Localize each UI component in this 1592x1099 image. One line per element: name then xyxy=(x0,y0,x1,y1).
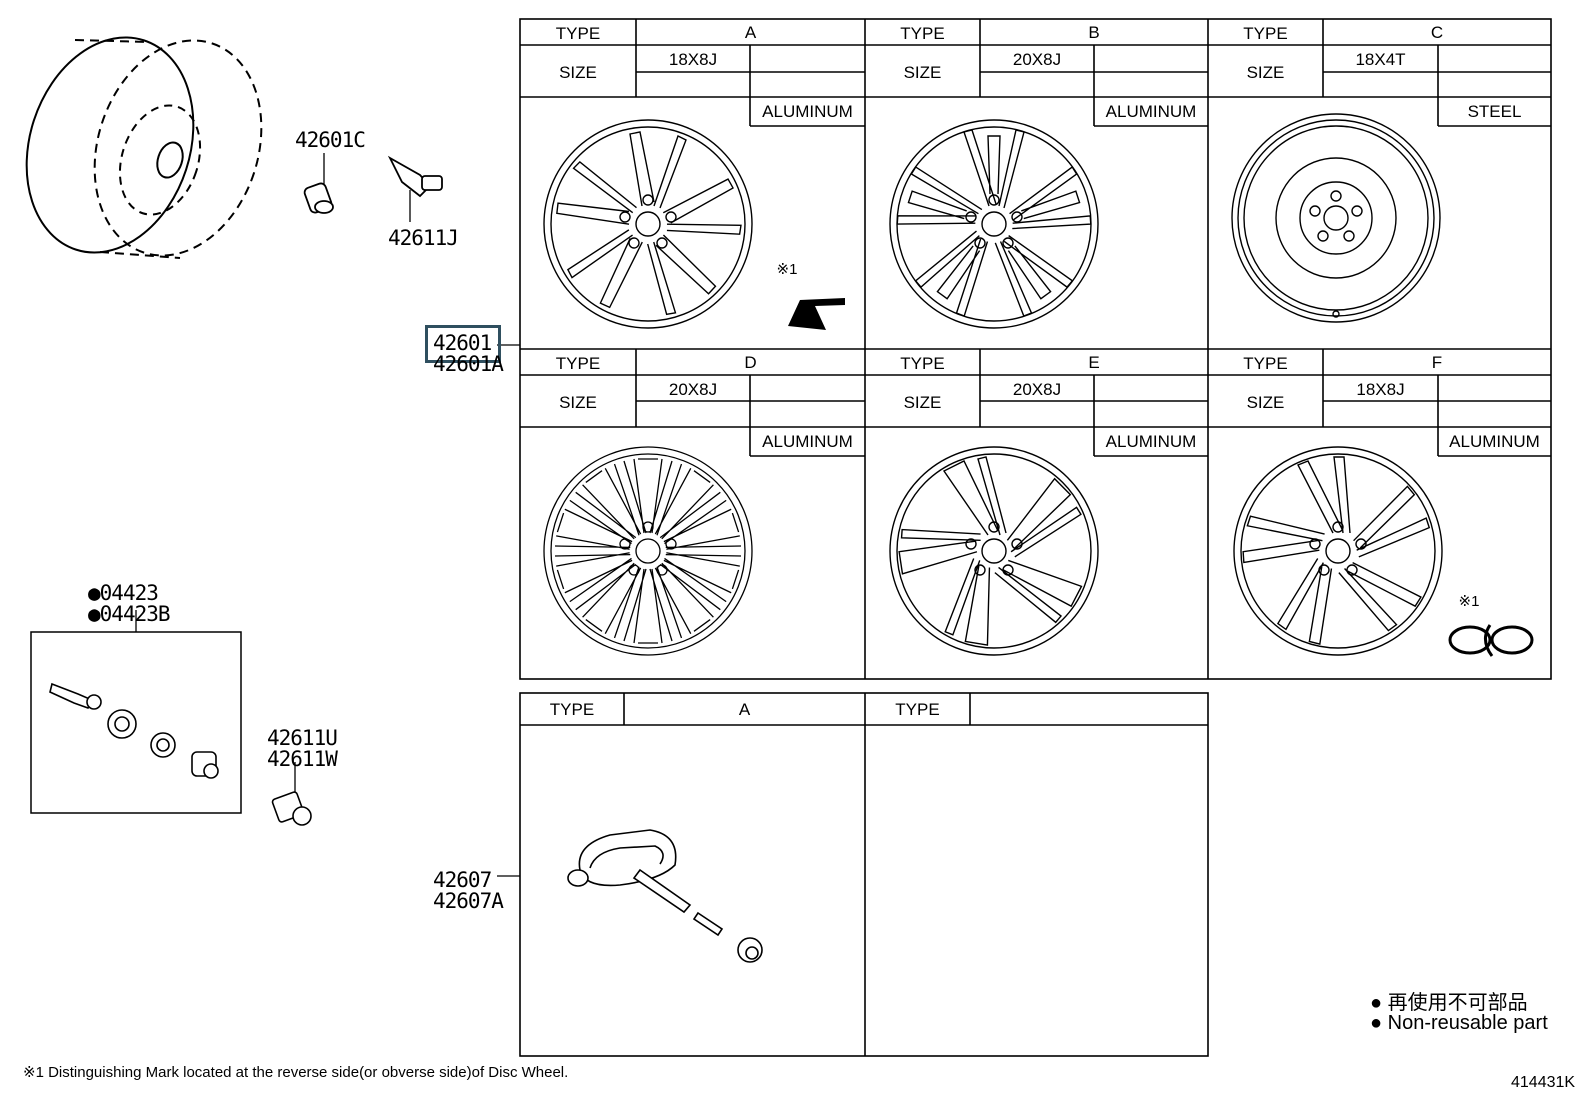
distinguishing-mark-f xyxy=(1448,624,1534,657)
wheel-type-a-drawing xyxy=(544,120,752,328)
wheel-table-grid xyxy=(519,18,1552,680)
wheel-material-f: ALUMINUM xyxy=(1449,432,1540,451)
wheel-material-b: ALUMINUM xyxy=(1105,102,1197,121)
mark-note-f: ※1 xyxy=(1458,593,1480,610)
wheel-material-a: ALUMINUM xyxy=(762,102,853,121)
tpms-sensor-drawing xyxy=(567,829,763,963)
wheel-material-c: STEEL xyxy=(1467,102,1522,121)
diagram-id: 414431K xyxy=(1511,1074,1576,1091)
valve-stem-42611J xyxy=(387,155,443,198)
type-label: TYPE xyxy=(555,24,601,43)
valve-stem-42601C xyxy=(303,182,334,214)
part-number-42601C[interactable]: 42601C xyxy=(295,128,366,152)
size-label: SIZE xyxy=(1246,63,1285,82)
type-label: TYPE xyxy=(900,354,945,373)
wheel-size-d: 20X8J xyxy=(668,380,718,399)
part-number-42601[interactable]: 42601 xyxy=(433,331,492,355)
part-number-42611U[interactable]: 42611U xyxy=(267,726,338,750)
part-number-42607A[interactable]: 42607A xyxy=(433,889,504,913)
wheel-type-d-drawing xyxy=(544,447,752,655)
non-reusable-dot-icon: ● xyxy=(88,602,101,626)
highlight-box-42601 xyxy=(425,325,501,363)
wheel-type-e: E xyxy=(1088,353,1100,372)
part-number-42601A[interactable]: 42601A xyxy=(433,352,504,376)
size-label: SIZE xyxy=(559,393,597,412)
tire-illustration xyxy=(25,36,263,259)
sensor-type-a: A xyxy=(738,700,751,719)
wheel-material-d: ALUMINUM xyxy=(762,432,853,451)
type-label: TYPE xyxy=(895,700,940,719)
wheel-type-e-drawing xyxy=(889,447,1098,656)
non-reusable-dot-icon: ● xyxy=(88,581,101,605)
part-number-04423B[interactable]: ●04423B xyxy=(88,602,171,626)
sensor-table-grid xyxy=(519,692,1209,1057)
legend-english: ● Non-reusable part xyxy=(1370,1012,1548,1034)
type-label: TYPE xyxy=(549,700,595,719)
non-reusable-dot-icon: ● xyxy=(1370,1012,1383,1034)
wheel-type-c: C xyxy=(1430,23,1444,42)
type-label: TYPE xyxy=(1243,24,1288,43)
wheel-type-c-drawing xyxy=(1231,113,1441,323)
size-label: SIZE xyxy=(1246,393,1285,412)
wheel-type-b: B xyxy=(1088,23,1100,42)
wheel-type-b-drawing xyxy=(890,120,1098,328)
wheel-size-f: 18X8J xyxy=(1356,380,1405,399)
wheel-type-f: F xyxy=(1431,353,1443,372)
non-reusable-dot-icon: ● xyxy=(1370,992,1383,1014)
valve-cap-42611U xyxy=(271,791,312,826)
wheel-type-d: D xyxy=(744,353,757,372)
wheel-type-a: A xyxy=(744,23,757,42)
legend-japanese: ● 再使用不可部品 xyxy=(1370,992,1528,1014)
wheel-size-b: 20X8J xyxy=(1012,50,1062,69)
type-label: TYPE xyxy=(900,24,945,43)
wheel-material-e: ALUMINUM xyxy=(1105,432,1197,451)
size-label: SIZE xyxy=(903,393,942,412)
distinguishing-mark-a xyxy=(788,298,845,330)
footnote: ※1 Distinguishing Mark located at the re… xyxy=(23,1064,569,1081)
wheel-size-e: 20X8J xyxy=(1012,380,1062,399)
type-label: TYPE xyxy=(555,354,601,373)
wheel-type-f-drawing xyxy=(1234,447,1442,655)
mark-note-a: ※1 xyxy=(776,261,798,278)
part-number-42611W[interactable]: 42611W xyxy=(267,747,338,771)
part-number-42611J[interactable]: 42611J xyxy=(388,226,459,250)
valve-kit-parts xyxy=(49,682,219,779)
size-label: SIZE xyxy=(903,63,942,82)
size-label: SIZE xyxy=(559,63,597,82)
part-number-04423[interactable]: ●04423 xyxy=(88,581,159,605)
wheel-size-a: 18X8J xyxy=(668,50,718,69)
part-number-42607[interactable]: 42607 xyxy=(433,868,492,892)
type-label: TYPE xyxy=(1243,354,1288,373)
wheel-size-c: 18X4T xyxy=(1355,50,1406,69)
